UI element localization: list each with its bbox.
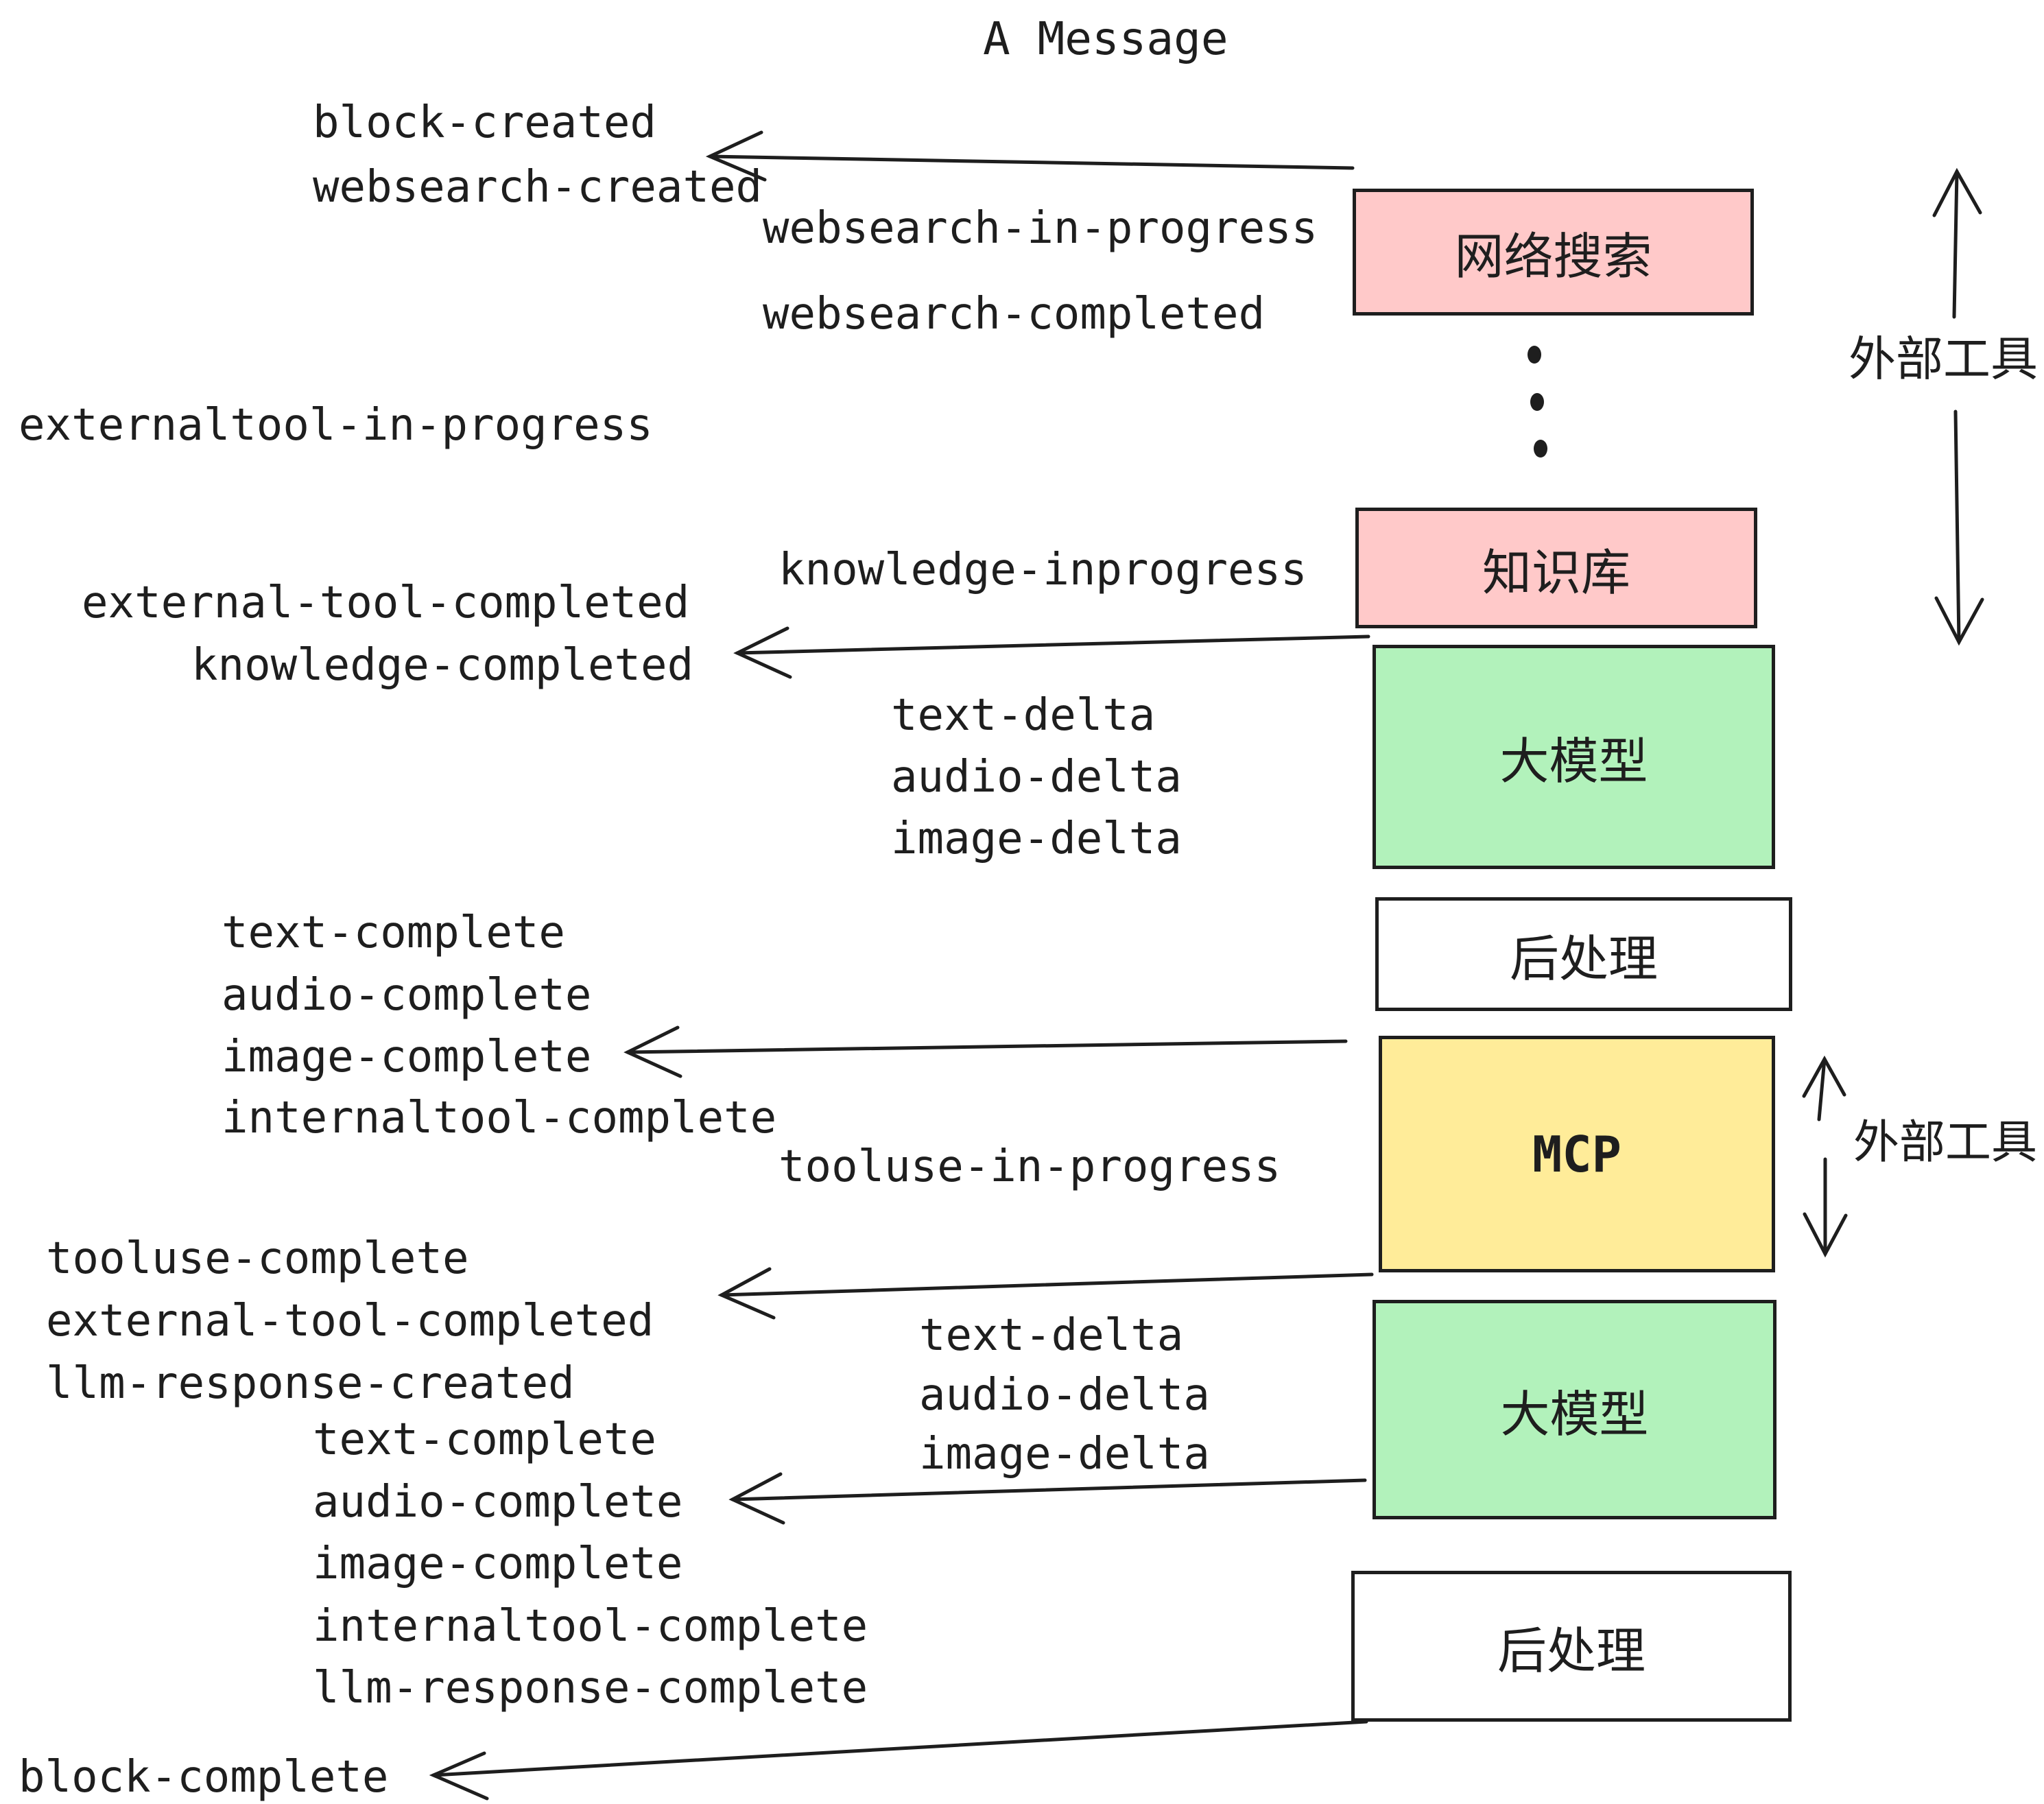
event-text-delta-2: text-delta — [919, 1310, 1184, 1361]
event-tooluse-in-progress: tooluse-in-progress — [779, 1141, 1281, 1192]
event-internaltool-complete-1: internaltool-complete — [222, 1093, 777, 1143]
box-knowledge: 知识库 — [1355, 508, 1757, 628]
event-image-complete-2: image-complete — [313, 1539, 683, 1589]
event-audio-complete-2: audio-complete — [313, 1477, 683, 1528]
box-llm-1: 大模型 — [1372, 645, 1775, 869]
external-tool-upper-up-arrow — [1932, 167, 1982, 319]
external-tool-lower-down-arrow — [1803, 1157, 1848, 1258]
box-llm-2: 大模型 — [1372, 1300, 1776, 1519]
external-tool-upper-down-arrow — [1934, 410, 1984, 646]
event-tooluse-complete: tooluse-complete — [46, 1233, 469, 1284]
ellipsis-dots — [1528, 346, 1547, 458]
arrow-to-knowledge-completed — [733, 626, 1370, 679]
diagram-title: A Message — [983, 12, 1228, 65]
external-tool-lower-up-arrow — [1802, 1055, 1846, 1121]
event-llm-response-complete: llm-response-complete — [313, 1663, 868, 1713]
event-websearch-created: websearch-created — [313, 162, 763, 213]
event-knowledge-completed: knowledge-completed — [191, 640, 694, 691]
event-audio-delta-1: audio-delta — [891, 752, 1182, 803]
event-image-complete-1: image-complete — [222, 1032, 592, 1082]
event-external-tool-completed-2: external-tool-completed — [46, 1296, 654, 1346]
event-block-created: block-created — [313, 97, 656, 148]
event-audio-complete-1: audio-complete — [222, 970, 592, 1021]
box-post-processing-1-label: 后处理 — [1509, 929, 1658, 988]
event-externaltool-in-progress: externaltool-in-progress — [19, 400, 653, 451]
event-image-delta-2: image-delta — [919, 1429, 1210, 1480]
box-llm-1-label: 大模型 — [1499, 733, 1648, 790]
event-text-complete-2: text-complete — [313, 1414, 656, 1465]
event-knowledge-inprogress: knowledge-inprogress — [779, 545, 1307, 595]
box-websearch-label: 网络搜索 — [1454, 228, 1652, 285]
arrow-to-websearch-created — [705, 130, 1355, 182]
box-mcp: MCP — [1379, 1036, 1775, 1272]
event-external-tool-completed-1: external-tool-completed — [82, 578, 690, 628]
box-mcp-label: MCP — [1532, 1125, 1622, 1183]
external-tool-upper-label: 外部工具 — [1849, 332, 2038, 387]
arrow-to-image-complete — [623, 1025, 1348, 1078]
event-websearch-completed: websearch-completed — [763, 289, 1265, 340]
event-image-delta-1: image-delta — [891, 814, 1182, 864]
event-llm-response-created: llm-response-created — [46, 1358, 575, 1409]
box-knowledge-label: 知识库 — [1482, 543, 1630, 602]
event-text-complete-1: text-complete — [222, 907, 565, 958]
box-post-processing-2: 后处理 — [1351, 1571, 1792, 1722]
event-websearch-in-progress: websearch-in-progress — [763, 203, 1318, 254]
event-text-delta-1: text-delta — [891, 690, 1156, 741]
box-post-processing-2-label: 后处理 — [1497, 1622, 1645, 1680]
event-block-complete: block-complete — [19, 1752, 389, 1803]
box-websearch: 网络搜索 — [1353, 189, 1754, 316]
external-tool-lower-label: 外部工具 — [1853, 1115, 2037, 1169]
arrow-to-audio-complete — [728, 1472, 1367, 1525]
arrow-to-block-complete — [429, 1720, 1368, 1801]
box-post-processing-1: 后处理 — [1375, 897, 1792, 1011]
event-audio-delta-2: audio-delta — [919, 1370, 1210, 1421]
box-llm-2-label: 大模型 — [1500, 1385, 1649, 1443]
event-internaltool-complete-2: internaltool-complete — [313, 1601, 868, 1652]
